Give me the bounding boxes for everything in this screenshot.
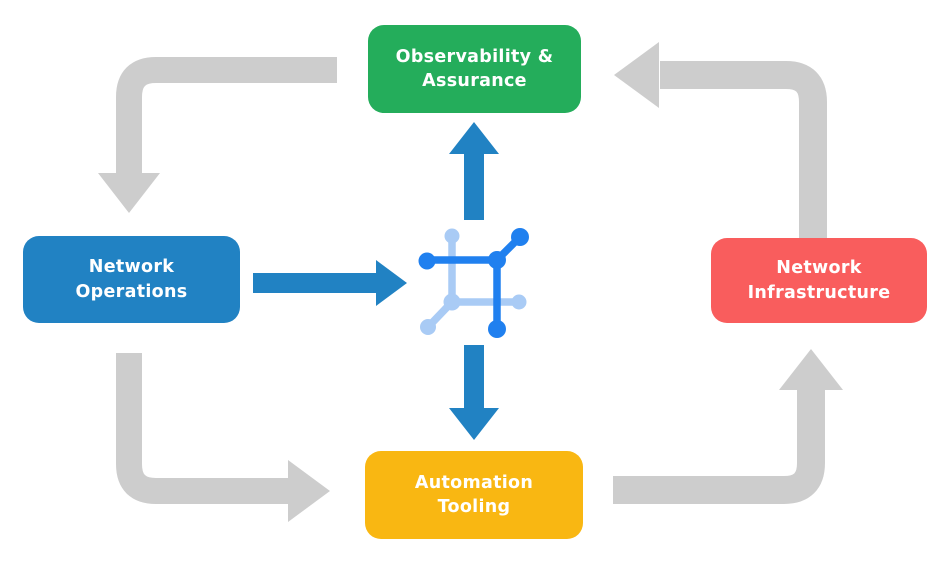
node-label-line: Automation [414,472,534,493]
node-network-infrastructure: Network Infrastructure [711,238,927,323]
blue-arrow-center-to-automation [449,345,499,440]
node-label-line: Network [88,257,175,278]
blue-arrow-center-to-observability [449,122,499,220]
gray-arrow-operations-to-automation [116,353,330,522]
node-label-line: Assurance [422,71,527,91]
node-network-operations: Network Operations [23,236,240,323]
node-label-line: Operations [75,281,188,302]
node-observability-assurance: Observability & Assurance [368,25,581,113]
node-label-line: Infrastructure [747,282,891,303]
network-fabric-icon [418,228,529,338]
gray-arrow-automation-to-infrastructure [613,349,843,504]
node-label-line: Observability & [395,46,554,67]
gray-arrow-observability-to-operations [98,57,337,213]
node-label-line: Tooling [437,497,511,517]
node-label-line: Network [776,258,862,279]
blue-arrow-operations-to-center [253,260,407,306]
node-automation-tooling: Automation Tooling [365,451,583,539]
gray-arrow-infrastructure-to-observability [614,42,827,240]
